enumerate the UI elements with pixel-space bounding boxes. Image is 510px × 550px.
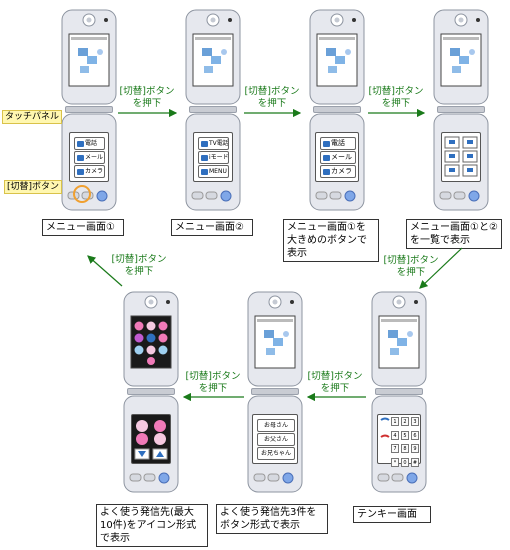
key[interactable]: 6 bbox=[411, 430, 419, 440]
panel-button-label: カメラ bbox=[331, 167, 352, 175]
phone-hinge bbox=[127, 388, 175, 395]
arrow-label: [切替]ボタンを押下 bbox=[119, 86, 175, 109]
touch-panel[interactable]: 1 2 3 4 5 6 7 8 9 * 0 # bbox=[377, 414, 421, 467]
phone-tenkey: 1 2 3 4 5 6 7 8 9 * 0 # bbox=[370, 290, 428, 510]
key[interactable]: 1 bbox=[391, 417, 399, 426]
speed-dial-label: お父さん bbox=[263, 436, 288, 443]
phone-top-shell bbox=[309, 9, 365, 105]
phone-top-shell bbox=[371, 291, 427, 387]
caption-tenkey: テンキー画面 bbox=[353, 506, 431, 523]
tenkey-pad: 1 2 3 4 5 6 7 8 9 * 0 # bbox=[391, 417, 419, 469]
caption-menu-2: メニュー画面② bbox=[171, 219, 253, 236]
phone-hinge bbox=[313, 106, 361, 113]
panel-button[interactable]: 電話 bbox=[74, 137, 105, 150]
phone-hinge bbox=[189, 106, 237, 113]
phone-top-shell bbox=[185, 9, 241, 105]
phone-menu-2: TV電話 iモード MENU bbox=[184, 8, 242, 228]
key[interactable]: # bbox=[411, 457, 419, 467]
touch-panel-callout: タッチパネル bbox=[2, 110, 63, 124]
phone-menu-1: 電話 メール カメラ bbox=[60, 8, 118, 228]
speed-dial-button[interactable]: お父さん bbox=[257, 433, 295, 446]
contact-icons bbox=[134, 420, 168, 460]
key[interactable]: 7 bbox=[391, 444, 399, 453]
arrow-7-1 bbox=[87, 255, 123, 287]
key[interactable]: 0 bbox=[401, 457, 409, 467]
speed-dial-label: お兄ちゃん bbox=[260, 450, 291, 457]
touch-panel[interactable]: 電話 メール カメラ bbox=[69, 132, 109, 182]
touch-panel[interactable] bbox=[441, 132, 481, 182]
panel-button[interactable]: カメラ bbox=[320, 165, 356, 178]
phone-menu-1-large: 電話 メール カメラ bbox=[308, 8, 366, 228]
phone-hinge bbox=[65, 106, 113, 113]
phone-icon bbox=[323, 140, 330, 147]
phone-top-shell bbox=[247, 291, 303, 387]
arrow-label: [切替]ボタンを押下 bbox=[368, 86, 424, 109]
phone-hinge bbox=[375, 388, 423, 395]
menu-icon bbox=[201, 168, 208, 175]
panel-button-label: メール bbox=[85, 154, 104, 161]
speed-dial-button[interactable]: お兄ちゃん bbox=[257, 447, 295, 460]
phone-icon bbox=[77, 140, 84, 147]
speed-dial-button[interactable]: お母さん bbox=[257, 419, 295, 432]
key[interactable]: 8 bbox=[401, 444, 409, 453]
imode-icon bbox=[201, 154, 208, 161]
caption-menu-1-large: メニュー画面①を大きめのボタンで表示 bbox=[283, 219, 379, 262]
arrow-label: [切替]ボタンを押下 bbox=[307, 371, 363, 394]
key[interactable]: 4 bbox=[391, 430, 399, 440]
key[interactable]: 5 bbox=[401, 430, 409, 440]
phone-speed-dial-icons bbox=[122, 290, 180, 510]
phone-hinge bbox=[437, 106, 485, 113]
phone-speed-dial-buttons: お母さん お父さん お兄ちゃん bbox=[246, 290, 304, 510]
switch-button-callout: [切替]ボタン bbox=[4, 180, 63, 194]
panel-button[interactable]: iモード bbox=[198, 151, 229, 164]
touch-panel[interactable] bbox=[131, 414, 171, 464]
phone-top-shell bbox=[61, 9, 117, 105]
arrow-label: [切替]ボタンを押下 bbox=[111, 254, 167, 277]
panel-button[interactable]: MENU bbox=[198, 165, 229, 178]
arrow-label: [切替]ボタンを押下 bbox=[185, 371, 241, 394]
panel-button[interactable]: TV電話 bbox=[198, 137, 229, 150]
switch-button-highlight bbox=[73, 185, 91, 203]
arrow-4-5 bbox=[419, 247, 463, 289]
panel-button-label: カメラ bbox=[85, 168, 104, 175]
caption-speed-dial-buttons: よく使う発信先3件をボタン形式で表示 bbox=[216, 504, 328, 534]
caption-menu-1: メニュー画面① bbox=[42, 219, 124, 236]
caption-speed-dial-icons: よく使う発信先(最大10件)をアイコン形式で表示 bbox=[96, 504, 208, 547]
camera-icon bbox=[323, 168, 330, 175]
panel-button-label: iモード bbox=[209, 154, 229, 161]
panel-button-label: TV電話 bbox=[209, 140, 229, 147]
panel-button-label: メール bbox=[331, 153, 352, 161]
mail-icon bbox=[77, 154, 84, 161]
arrow-label: [切替]ボタンを押下 bbox=[244, 86, 300, 109]
menu-grid-icon bbox=[444, 136, 478, 177]
speed-dial-label: お母さん bbox=[263, 422, 288, 429]
phone-hinge bbox=[251, 388, 299, 395]
mail-icon bbox=[323, 154, 330, 161]
arrow-label: [切替]ボタンを押下 bbox=[383, 255, 439, 278]
touch-panel[interactable]: TV電話 iモード MENU bbox=[193, 132, 233, 182]
call-icon bbox=[380, 417, 390, 438]
panel-button[interactable]: メール bbox=[320, 151, 356, 164]
key[interactable]: 9 bbox=[411, 444, 419, 453]
phone-top-shell bbox=[433, 9, 489, 105]
camera-icon bbox=[77, 168, 84, 175]
panel-button[interactable]: メール bbox=[74, 151, 105, 164]
panel-button[interactable]: 電話 bbox=[320, 137, 356, 150]
touch-panel[interactable]: 電話 メール カメラ bbox=[315, 132, 359, 182]
panel-button[interactable]: カメラ bbox=[74, 165, 105, 178]
phone-top-shell bbox=[123, 291, 179, 387]
phone-menu-list bbox=[432, 8, 490, 228]
panel-button-label: 電話 bbox=[331, 139, 345, 147]
key[interactable]: 2 bbox=[401, 417, 409, 426]
key[interactable]: 3 bbox=[411, 417, 419, 426]
panel-button-label: MENU bbox=[209, 168, 227, 175]
panel-button-label: 電話 bbox=[85, 140, 98, 147]
caption-menu-list: メニュー画面①と②を一覧で表示 bbox=[406, 219, 502, 249]
tv-phone-icon bbox=[201, 140, 208, 147]
touch-panel[interactable]: お母さん お父さん お兄ちゃん bbox=[252, 414, 298, 464]
key[interactable]: * bbox=[391, 457, 399, 467]
